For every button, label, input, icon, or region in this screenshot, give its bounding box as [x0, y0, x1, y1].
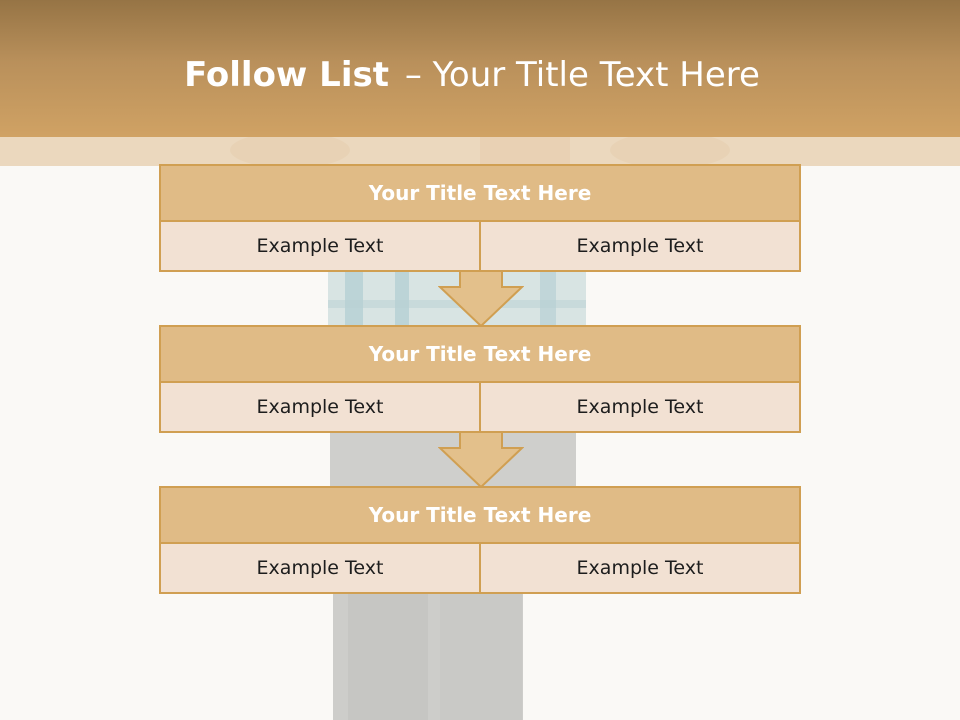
step-block-3: Your Title Text Here Example Text Exampl… [159, 486, 801, 594]
step-row: Example Text Example Text [159, 222, 801, 272]
step-block-1: Your Title Text Here Example Text Exampl… [159, 164, 801, 272]
down-arrow-icon [438, 270, 524, 328]
header-band [0, 0, 960, 137]
step-cell-left: Example Text [159, 544, 481, 594]
step-heading: Your Title Text Here [159, 486, 801, 544]
down-arrow-icon [438, 431, 524, 489]
step-heading: Your Title Text Here [159, 164, 801, 222]
step-cell-left: Example Text [159, 383, 481, 433]
slide-title: Follow List – Your Title Text Here [0, 52, 944, 98]
title-rest: – Your Title Text Here [404, 55, 760, 95]
step-cell-right: Example Text [481, 222, 801, 272]
step-cell-left: Example Text [159, 222, 481, 272]
step-row: Example Text Example Text [159, 383, 801, 433]
step-heading: Your Title Text Here [159, 325, 801, 383]
title-bold: Follow List [184, 55, 401, 95]
step-cell-right: Example Text [481, 544, 801, 594]
header-strip [0, 137, 960, 166]
step-block-2: Your Title Text Here Example Text Exampl… [159, 325, 801, 433]
step-cell-right: Example Text [481, 383, 801, 433]
step-row: Example Text Example Text [159, 544, 801, 594]
